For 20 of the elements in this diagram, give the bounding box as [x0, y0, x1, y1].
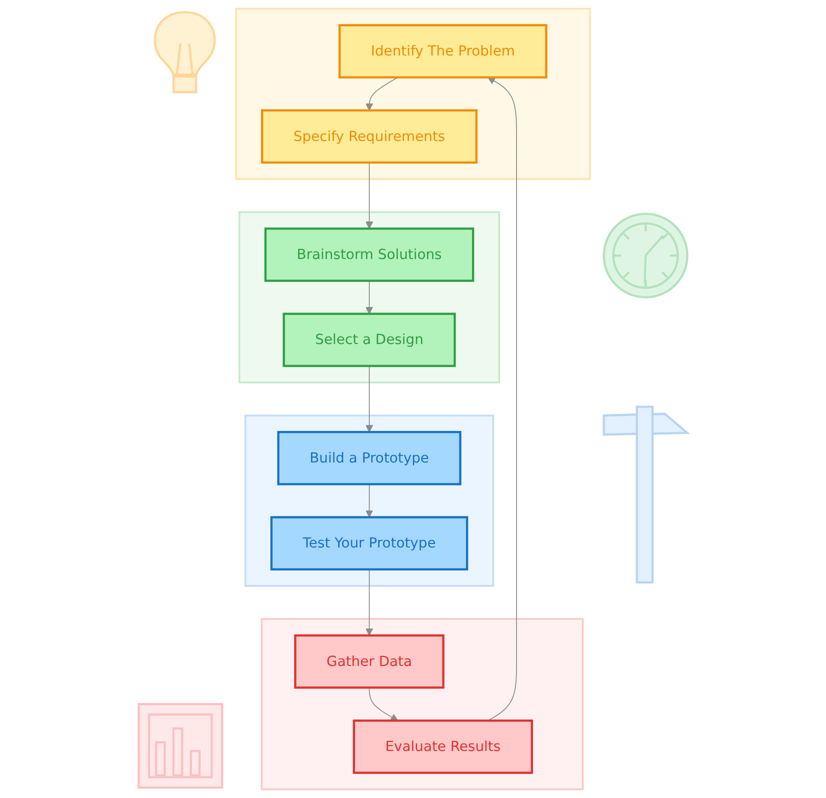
node-box: Brainstorm Solutions — [264, 228, 474, 282]
node-box: Evaluate Results — [352, 720, 533, 774]
node-box: Gather Data — [294, 634, 444, 689]
arrow — [368, 687, 398, 721]
node-box: Specify Requirements — [261, 109, 478, 164]
node-box: Build a Prototype — [277, 430, 462, 486]
arrow — [365, 76, 398, 111]
arrow — [365, 280, 374, 314]
node-box: Identify The Problem — [338, 24, 548, 78]
arrow — [365, 568, 374, 636]
arrow — [365, 162, 374, 229]
cluster — [260, 618, 584, 790]
node-box: Test Your Prototype — [270, 516, 468, 570]
arrow — [488, 77, 517, 722]
cluster — [244, 414, 494, 587]
cluster — [238, 211, 500, 384]
node-box: Select a Design — [282, 312, 456, 368]
arrow — [365, 366, 374, 432]
arrow — [365, 484, 374, 518]
cluster — [235, 8, 591, 180]
